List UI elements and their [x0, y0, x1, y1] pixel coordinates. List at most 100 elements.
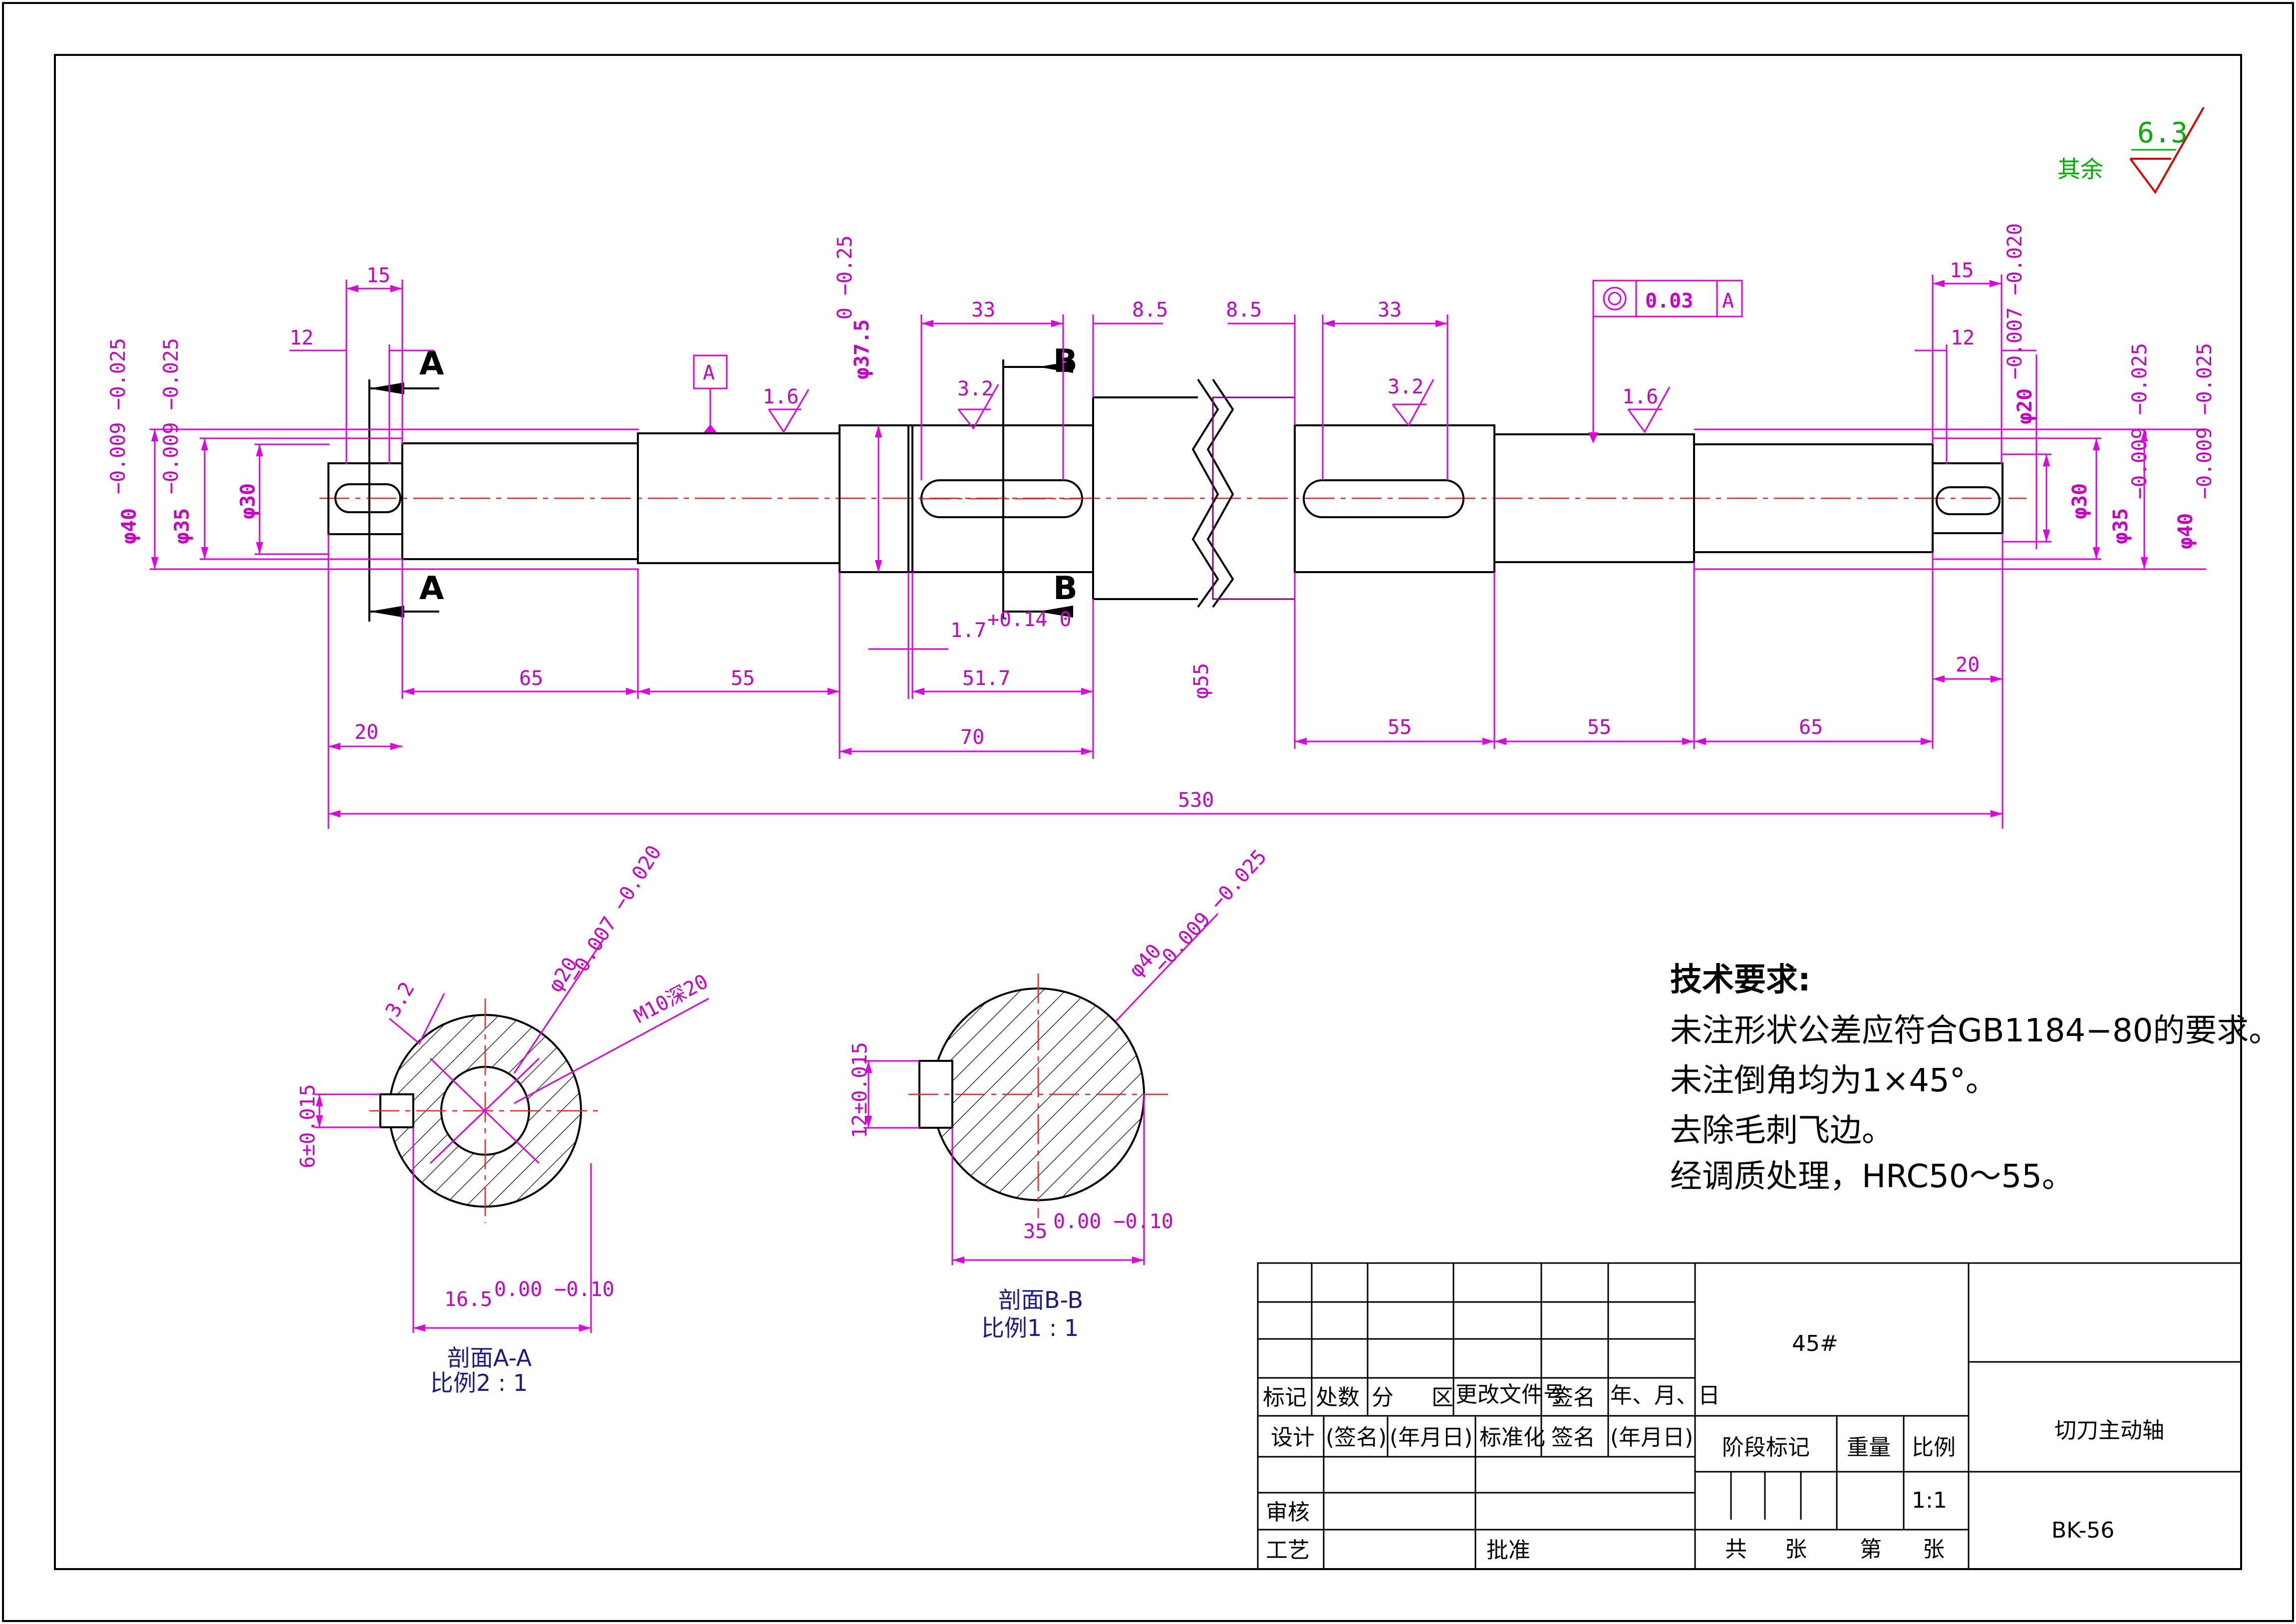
- aa-title: 剖面A-A: [447, 1344, 532, 1371]
- tech-note-1: 未注形状公差应符合GB1184−80的要求。: [1670, 1012, 2281, 1049]
- tb-header-div: 分: [1372, 1385, 1394, 1410]
- dim-phi35-left: φ35: [171, 508, 194, 544]
- dim-20-left: 20: [354, 721, 378, 744]
- roughness-mark-3: 3.2: [1388, 375, 1424, 398]
- aa-depth-tol: 0.00 −0.10: [494, 1278, 614, 1301]
- dim-12-left: 12: [289, 326, 313, 349]
- dim-phi40-right-tol: −0.009 −0.025: [2193, 343, 2216, 499]
- bb-depth-dim: 35: [1023, 1220, 1047, 1243]
- roughness-prefix: 其余: [2057, 156, 2103, 183]
- shaft-main-view: A A B B: [319, 343, 2026, 622]
- dim-phi30-left: φ30: [237, 483, 260, 519]
- dim-65-right: 65: [1799, 716, 1823, 739]
- tb-header-signature: 签名: [1551, 1385, 1595, 1410]
- dim-phi55: φ55: [1190, 663, 1213, 699]
- tech-note-2: 未注倒角均为1×45°。: [1670, 1062, 1998, 1099]
- bb-depth-tol: 0.00 −0.10: [1053, 1210, 1173, 1233]
- dim-phi37-5-tol: 0 −0.25: [834, 235, 857, 320]
- tb-header-zone: 区: [1432, 1385, 1453, 1410]
- tb-drawing-no: BK-56: [2051, 1518, 2114, 1543]
- dim-phi20-right-tol: −0.007 −0.020: [2004, 223, 2026, 379]
- tb-part-name: 切刀主动轴: [2054, 1418, 2164, 1443]
- tech-note-3: 去除毛刺飞边。: [1670, 1112, 1894, 1149]
- tb-process: 工艺: [1266, 1538, 1310, 1563]
- dim-phi35-right: φ35: [2109, 508, 2132, 544]
- dim-8-5-left: 8.5: [1132, 299, 1168, 322]
- tb-sheet-unit2: 张: [1923, 1537, 1945, 1562]
- title-block: 标记 处数 分 区 更改文件号 签名 年、月、日 设计 (签名) (年月日) 标…: [1257, 1262, 2242, 1570]
- section-a-a: 6±0.015 16.5 0.00 −0.10 φ20 −0.007 −0.02…: [296, 841, 712, 1396]
- roughness-mark-1: 1.6: [763, 385, 799, 408]
- tb-standardization: 标准化: [1479, 1425, 1545, 1450]
- roughness-other-symbol: 其余 6.3: [2057, 107, 2205, 194]
- tb-material: 45#: [1792, 1331, 1838, 1356]
- dimensions-diameters-left: φ40 −0.009 −0.025 φ35 −0.009 −0.025 φ30 …: [107, 235, 1213, 709]
- section-mark-b-top: B: [1053, 343, 1078, 380]
- tech-notes-title: 技术要求:: [1670, 962, 1811, 998]
- dim-1-7: 1.7: [950, 619, 986, 642]
- aa-depth-dim: 16.5: [444, 1288, 492, 1311]
- dim-phi35-left-tol: −0.009 −0.025: [160, 338, 183, 494]
- datum-label: A: [703, 361, 715, 384]
- roughness-mark-4: 1.6: [1622, 385, 1658, 408]
- dim-33-right: 33: [1378, 299, 1402, 322]
- dim-530: 530: [1178, 789, 1214, 812]
- aa-dia-tol: −0.007 −0.020: [564, 841, 666, 986]
- dim-1-7-tol: +0.14 0: [987, 608, 1072, 631]
- dimensions-top: 15 12 33 8.5 8.5 33 15 12: [289, 259, 2036, 480]
- bb-width-dim: 12±0.015: [849, 1042, 871, 1138]
- tb-std-date: (年月日): [1610, 1425, 1693, 1450]
- dim-phi35-right-tol: −0.009 −0.025: [2128, 343, 2151, 499]
- dim-phi40-left: φ40: [118, 508, 141, 544]
- geo-tolerance-frame: 0.03 A: [1588, 280, 1743, 443]
- geo-tolerance-datum: A: [1722, 290, 1734, 313]
- dim-phi30-right: φ30: [2068, 483, 2091, 519]
- dim-33-left: 33: [971, 299, 995, 322]
- section-mark-a-bottom: A: [419, 570, 444, 607]
- tb-sheet-no: 第: [1860, 1537, 1882, 1562]
- tb-design-sign: (签名): [1326, 1425, 1387, 1450]
- dim-8-5-right: 8.5: [1226, 299, 1262, 322]
- tb-sheets-unit: 张: [1785, 1537, 1807, 1562]
- tb-stage-mark: 阶段标记: [1722, 1435, 1810, 1460]
- dim-15-right: 15: [1950, 259, 1974, 282]
- tb-header-mark: 标记: [1263, 1385, 1307, 1410]
- geo-tolerance-value: 0.03: [1645, 290, 1693, 313]
- dim-phi37-5: φ37.5: [851, 320, 873, 379]
- dim-15-left: 15: [366, 264, 390, 287]
- roughness-marks: 1.6 3.2 3.2 1.6: [763, 375, 1671, 433]
- dim-55-right-2: 55: [1587, 716, 1611, 739]
- dim-phi40-right: φ40: [2174, 513, 2197, 549]
- tb-total-sheets: 共: [1725, 1537, 1747, 1562]
- dim-55-right-1: 55: [1388, 716, 1412, 739]
- tb-header-count: 处数: [1316, 1385, 1360, 1410]
- section-mark-b-bottom: B: [1053, 570, 1078, 607]
- bb-scale: 比例1 : 1: [981, 1314, 1079, 1341]
- tb-header-changedoc: 更改文件号: [1455, 1382, 1565, 1407]
- dim-55-left: 55: [731, 667, 755, 690]
- tb-design-date: (年月日): [1390, 1425, 1472, 1450]
- dim-65-left: 65: [519, 667, 543, 690]
- technical-requirements: 技术要求: 未注形状公差应符合GB1184−80的要求。 未注倒角均为1×45°…: [1670, 962, 2281, 1195]
- tb-scale-label: 比例: [1912, 1435, 1956, 1460]
- aa-width-dim: 6±0.015: [296, 1084, 319, 1168]
- tb-std-sign: 签名: [1551, 1425, 1595, 1450]
- tb-header-date: 年、月、日: [1610, 1383, 1720, 1408]
- dim-51-7: 51.7: [962, 667, 1010, 690]
- section-mark-a-top: A: [419, 345, 444, 382]
- dimensions-diameters-right: φ20 −0.007 −0.020 φ30 φ35 −0.009 −0.025 …: [1694, 223, 2216, 570]
- dim-20-right: 20: [1956, 653, 1980, 676]
- tb-review: 审核: [1266, 1500, 1310, 1525]
- tb-scale-value: 1:1: [1912, 1488, 1947, 1513]
- dim-phi40-left-tol: −0.009 −0.025: [107, 338, 130, 494]
- roughness-value: 6.3: [2137, 117, 2188, 149]
- inner-frame: [54, 54, 2242, 1570]
- section-b-b: 12±0.015 35 0.00 −0.10 φ40 −0.009 −0.025…: [849, 845, 1271, 1341]
- dim-70: 70: [960, 726, 984, 749]
- bb-dia-tol: −0.009 −0.025: [1149, 845, 1271, 976]
- dim-12-right: 12: [1951, 326, 1975, 349]
- roughness-mark-2: 3.2: [957, 377, 993, 400]
- tb-approve: 批准: [1486, 1538, 1530, 1563]
